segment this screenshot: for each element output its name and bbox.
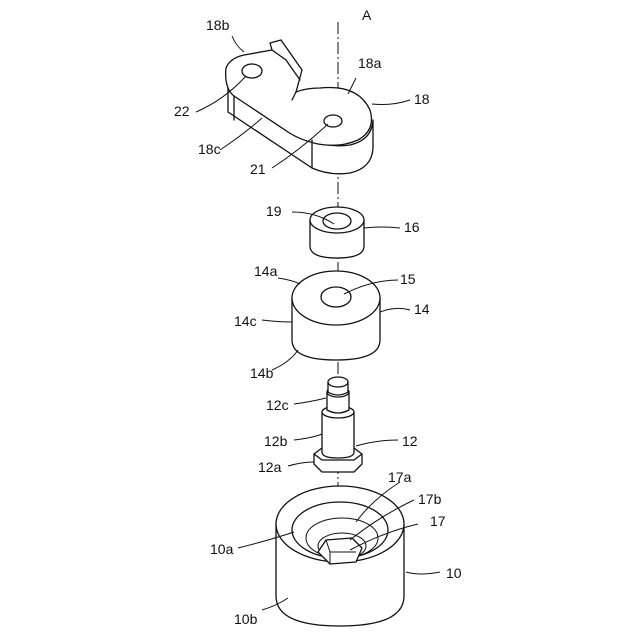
part-10-base	[276, 486, 404, 626]
label-22: 22	[174, 103, 190, 119]
label-19: 19	[266, 203, 282, 219]
label-10b: 10b	[234, 611, 258, 627]
label-10a: 10a	[210, 541, 234, 557]
part-16-bush	[310, 207, 364, 258]
label-10: 10	[446, 565, 462, 581]
label-14a: 14a	[254, 263, 278, 279]
label-12b: 12b	[264, 433, 288, 449]
label-12c: 12c	[266, 397, 289, 413]
label-14b: 14b	[250, 365, 274, 381]
label-18c: 18c	[198, 141, 221, 157]
part-12-pin	[314, 377, 362, 472]
label-18a: 18a	[358, 55, 382, 71]
label-17: 17	[430, 513, 446, 529]
label-15: 15	[400, 271, 416, 287]
label-17b: 17b	[418, 491, 442, 507]
label-16: 16	[404, 219, 420, 235]
label-14c: 14c	[234, 313, 257, 329]
label-21: 21	[250, 161, 266, 177]
label-17a: 17a	[388, 469, 412, 485]
label-12a: 12a	[258, 459, 282, 475]
part-18-arm	[226, 40, 373, 174]
label-12: 12	[402, 433, 418, 449]
label-14: 14	[414, 301, 430, 317]
label-18: 18	[414, 91, 430, 107]
label-18b: 18b	[206, 17, 230, 33]
label-a: A	[362, 7, 372, 23]
